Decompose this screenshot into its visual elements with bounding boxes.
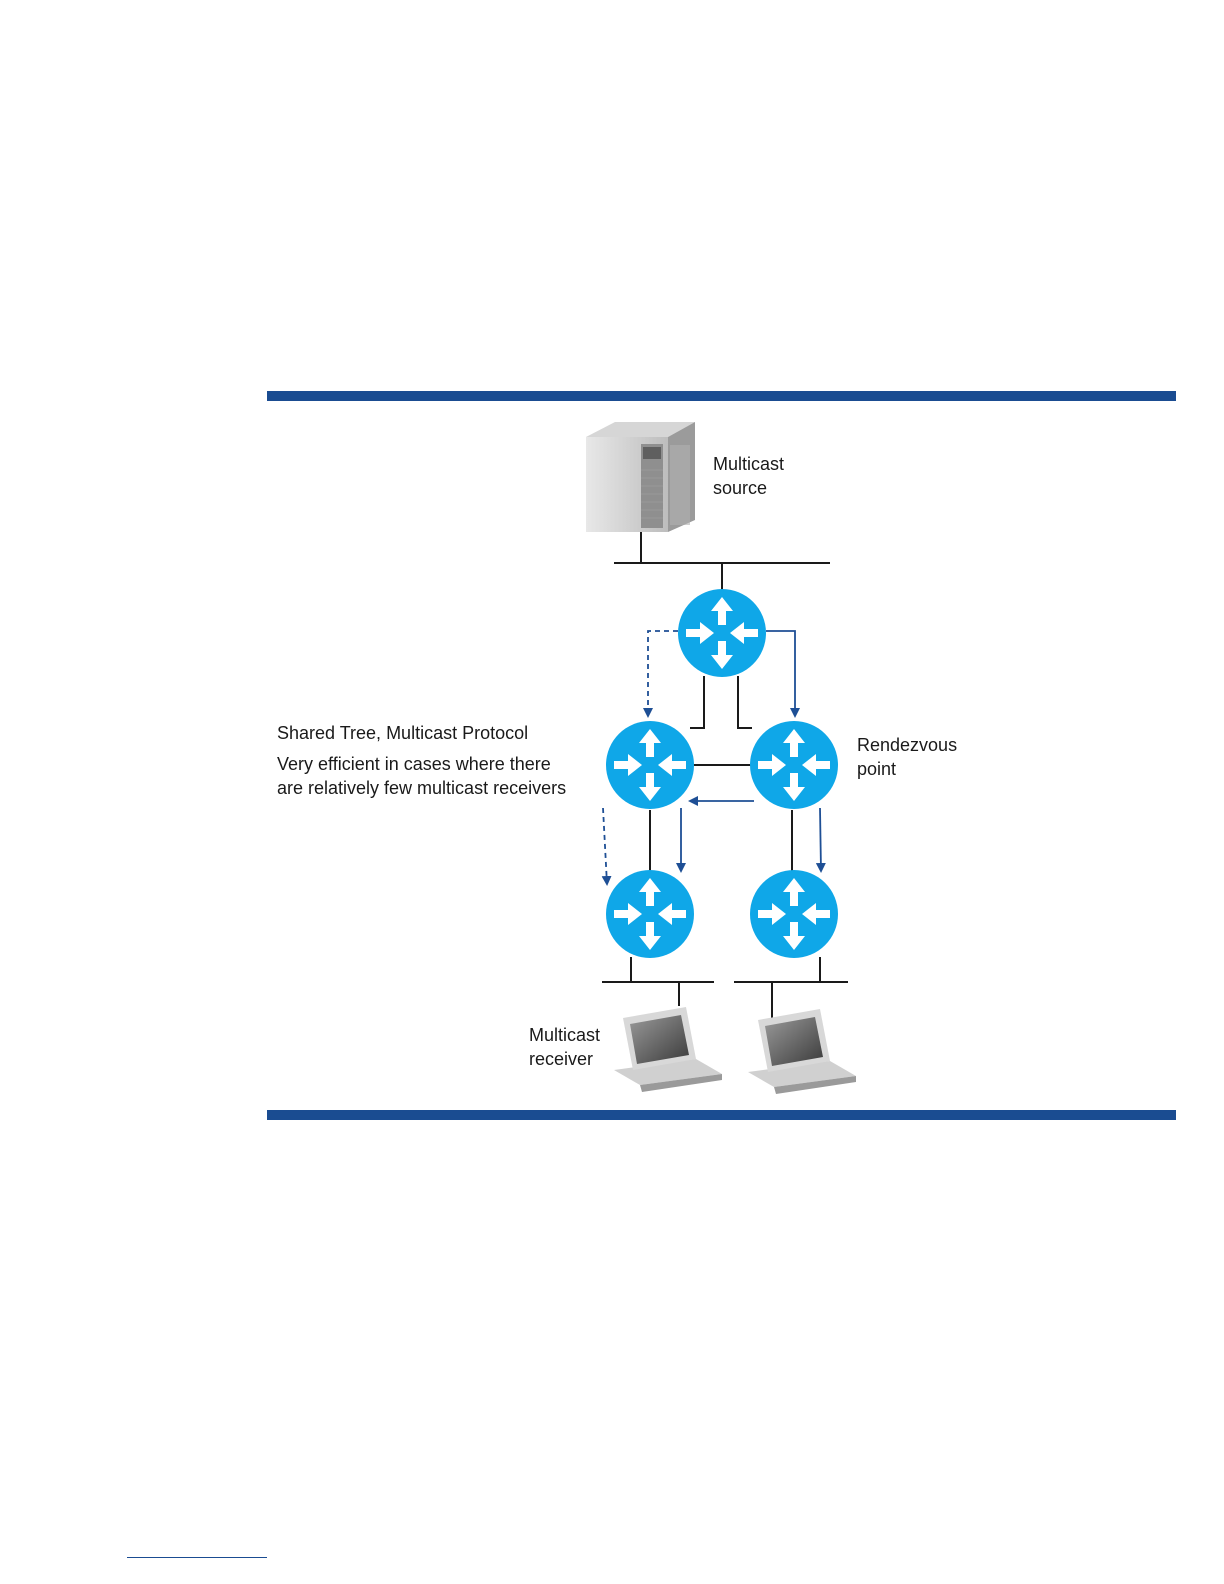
multicast-source-label: Multicast source	[713, 452, 784, 500]
router-icon	[678, 589, 766, 677]
router-icon	[606, 721, 694, 809]
router-icon	[750, 721, 838, 809]
diagram-description: Very efficient in cases where there are …	[277, 752, 566, 800]
router-icon	[606, 870, 694, 958]
server-icon	[586, 422, 695, 532]
laptop-icon	[614, 1007, 722, 1092]
multicast-receiver-label: Multicast receiver	[529, 1023, 600, 1071]
rendezvous-point-label: Rendezvous point	[857, 733, 957, 781]
diagram-title: Shared Tree, Multicast Protocol	[277, 721, 528, 745]
laptop-icon	[748, 1009, 856, 1094]
router-icon	[750, 870, 838, 958]
